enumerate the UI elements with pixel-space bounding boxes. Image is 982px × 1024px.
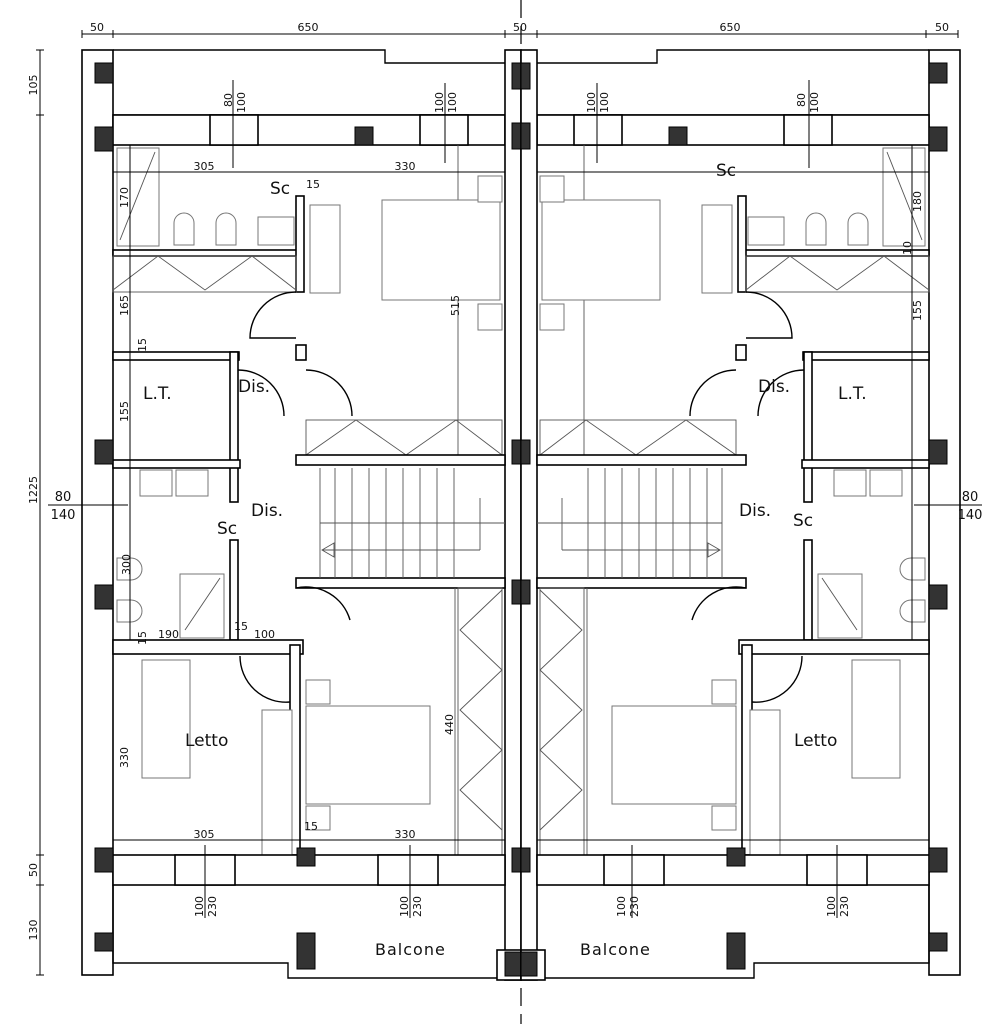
room-label-closet: L.T. xyxy=(143,384,172,404)
top-dimension-line: 50 650 50 650 50 xyxy=(81,21,959,38)
window-bottom-3-b: 230 xyxy=(628,896,641,917)
dim-left-1: 105 xyxy=(27,75,40,96)
room-label-bath-mid: Sc xyxy=(217,519,237,539)
dim-top-1: 50 xyxy=(90,21,104,34)
window-bottom-1-a: 100 xyxy=(193,896,206,917)
dim-top-2: 650 xyxy=(298,21,319,34)
dim-label: 15 xyxy=(306,178,320,191)
dim-label: 440 xyxy=(443,714,456,735)
room-label-bath-mid: Sc xyxy=(793,511,813,531)
dim-label: 305 xyxy=(194,828,215,841)
dim-label: 15 xyxy=(136,631,149,645)
dim-label: 165 xyxy=(118,295,131,316)
window-bottom-2-b: 230 xyxy=(411,896,424,917)
dim-label: 330 xyxy=(395,160,416,173)
window-top-2-a: 100 xyxy=(433,92,446,113)
dim-label: 330 xyxy=(118,747,131,768)
dim-top-5: 50 xyxy=(935,21,949,34)
window-top-1-a: 80 xyxy=(222,93,235,107)
room-label-bedroom: Letto xyxy=(185,731,228,751)
window-top-4-b: 100 xyxy=(808,92,821,113)
room-label-balcony: Balcone xyxy=(580,940,651,959)
window-side-left-a: 80 xyxy=(55,490,72,505)
window-bottom-1-b: 230 xyxy=(206,896,219,917)
dim-left-2: 1225 xyxy=(27,476,40,504)
window-side-right-a: 80 xyxy=(962,490,979,505)
window-side-right-b: 140 xyxy=(958,508,982,523)
dim-label: 100 xyxy=(254,628,275,641)
room-label-hall-lower: Dis. xyxy=(739,501,771,521)
dim-left-3: 50 xyxy=(27,863,40,877)
window-bottom-4-a: 100 xyxy=(825,896,838,917)
left-unit-labels: Sc L.T. Dis. Dis. Sc Letto Balcone 305 3… xyxy=(118,160,462,959)
dim-label: 15 xyxy=(136,338,149,352)
dim-label: 15 xyxy=(234,620,248,633)
room-label-closet: L.T. xyxy=(838,384,867,404)
window-top-2-b: 100 xyxy=(446,92,459,113)
window-side-left-b: 140 xyxy=(51,508,76,523)
dim-label: 10 xyxy=(901,241,914,255)
window-top-3-a: 100 xyxy=(585,92,598,113)
room-label-hall-lower: Dis. xyxy=(251,501,283,521)
dim-label: 190 xyxy=(158,628,179,641)
window-bottom-4-b: 230 xyxy=(838,896,851,917)
dim-label: 155 xyxy=(911,300,924,321)
window-bottom-3-a: 100 xyxy=(615,896,628,917)
dim-label: 515 xyxy=(449,295,462,316)
dim-label: 15 xyxy=(304,820,318,833)
room-label-balcony: Balcone xyxy=(375,940,446,959)
dim-label: 155 xyxy=(118,401,131,422)
dim-left-4: 130 xyxy=(27,920,40,941)
dim-label: 180 xyxy=(911,191,924,212)
dim-top-4: 650 xyxy=(720,21,741,34)
window-top-1-b: 100 xyxy=(235,92,248,113)
window-top-3-b: 100 xyxy=(598,92,611,113)
dim-label: 300 xyxy=(120,554,133,575)
room-label-hall-upper: Dis. xyxy=(758,377,790,397)
left-unit-walls xyxy=(48,49,522,981)
dim-label: 330 xyxy=(395,828,416,841)
room-label-hall-upper: Dis. xyxy=(238,377,270,397)
room-label-bedroom: Letto xyxy=(794,731,837,751)
window-bottom-2-a: 100 xyxy=(398,896,411,917)
right-unit-labels: Sc Dis. L.T. Dis. Sc Letto Balcone 180 1… xyxy=(580,161,924,959)
room-label-bath-top: Sc xyxy=(716,161,736,181)
dim-label: 305 xyxy=(194,160,215,173)
left-dimension-line: 105 1225 50 130 xyxy=(27,49,44,976)
window-top-4-a: 80 xyxy=(795,93,808,107)
dim-label: 170 xyxy=(118,187,131,208)
dim-top-3: 50 xyxy=(513,21,527,34)
window-labels: 80 100 100 100 100 100 80 100 100 230 10… xyxy=(51,92,982,917)
room-label-bath-top: Sc xyxy=(270,179,290,199)
